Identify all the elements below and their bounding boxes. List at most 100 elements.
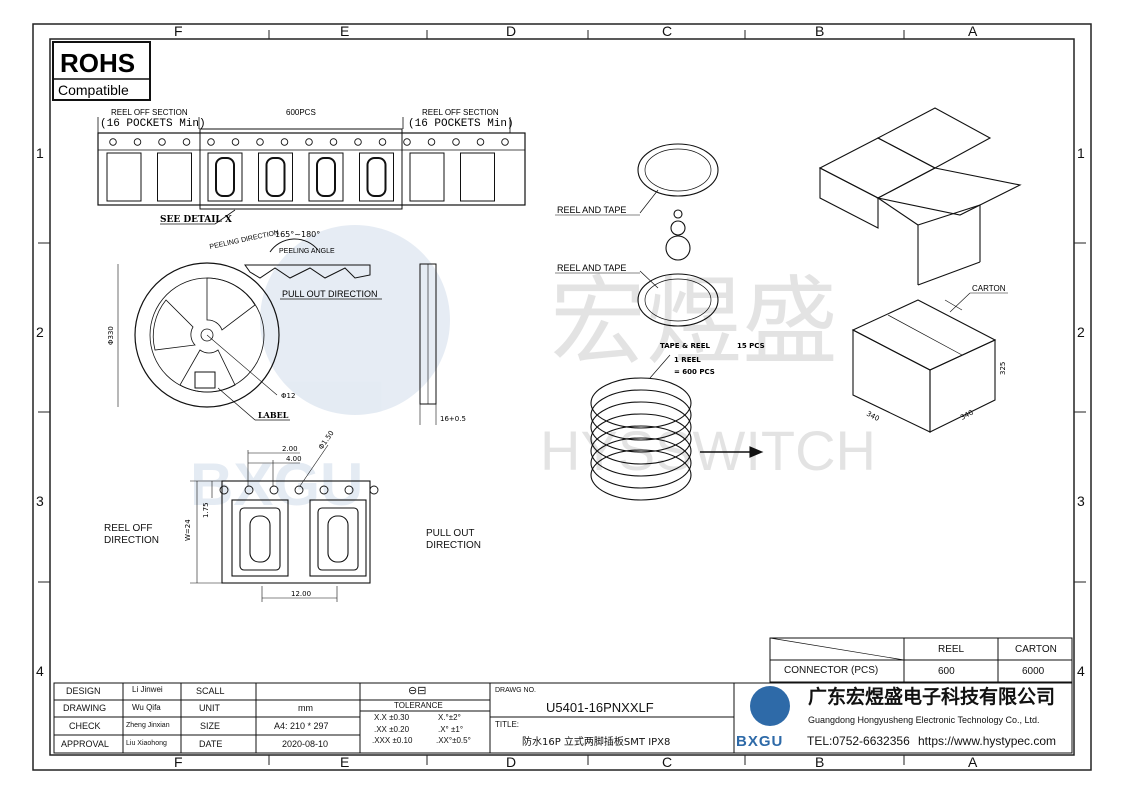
dim-175: 1.75 [202,502,210,518]
zone-col-e-top: E [340,23,350,39]
tape-pocket [157,152,192,202]
tape-part [316,157,336,197]
reel-front-view [117,262,280,408]
one-reel: 1 REEL [674,356,701,364]
reel-off-direction: REEL OFF DIRECTION [104,523,159,546]
tape-pocket [106,152,142,202]
reel-side-view [419,263,437,425]
zone-col-c-top: C [662,23,673,39]
pockets-right: (16 POCKETS Min) [408,118,514,130]
scall-label: SCALL [196,686,225,696]
zone-col-d-top: D [506,23,517,39]
rohs-title: ROHS [60,48,135,78]
title-label: TITLE: [495,720,520,729]
reel-off-section-right: REEL OFF SECTION [422,108,499,117]
zone-col-e-bottom: E [340,754,350,770]
tol-5: .XXX ±0.10 [372,736,413,745]
rohs-compatible: Compatible [58,82,129,98]
tape-pocket [258,152,293,202]
tape-hole [427,138,436,146]
tape-hole [231,138,240,146]
tape-part [215,157,235,197]
zone-row-3-right: 3 [1077,493,1085,509]
tape-pocket [207,152,243,202]
drawing-no: U5401-16PNXXLF [546,700,654,715]
title-block [53,682,1073,754]
size-value: A4: 210 * 297 [274,721,329,731]
tape-hole [501,138,509,146]
watermark: 宏煜盛 HYSSWITCH BXGU [190,225,876,518]
company-url: https://www.hystypec.com [918,734,1057,748]
tape-hole [158,138,166,146]
design-name: Li Jinwei [132,685,163,694]
pockets-left: (16 POCKETS Min) [100,118,206,130]
zone-row-2-left: 2 [36,324,44,340]
approval-name: Liu Xiaohong [126,740,167,747]
zone-col-f-bottom: F [174,754,183,770]
date-label: DATE [199,739,223,749]
watermark-logo-text: BXGU [190,451,363,518]
detail-sprocket-hole [344,485,354,495]
pull-out-direction-detail: PULL OUT DIRECTION [426,528,481,551]
detail-sprocket-hole [219,485,229,495]
tape-hole [354,138,362,146]
size-label: SIZE [200,721,221,731]
pitch: 12.00 [291,590,311,598]
rohs-box [52,41,151,101]
reel-and-tape-2: REEL AND TAPE [557,263,626,273]
dim-2: 2.00 [282,445,298,453]
peeling-angle-range: 165°~180° [275,230,320,239]
zone-row-1-right: 1 [1077,145,1085,161]
qty-15: 15 PCS [737,342,765,350]
tape-hole [403,138,411,146]
tol-1: X.X ±0.30 [374,713,410,722]
carrier-tape [97,117,526,210]
reel-and-tape-1: REEL AND TAPE [557,205,626,215]
check-name: Zheng Jinxian [126,722,170,729]
carton-label: CARTON [972,284,1006,293]
approval-label: APPROVAL [61,739,109,749]
tape-hole [133,138,142,146]
drawing-name: Wu Qifa [132,703,161,712]
label-tag: LABEL [258,410,289,420]
inner-border [49,38,1075,756]
tape-hole [305,138,313,146]
qty-header-carton: CARTON [1015,644,1057,655]
tape-pockets [106,152,495,202]
watermark-cn: 宏煜盛 [550,266,838,378]
zone-row-3-left: 3 [36,493,44,509]
tape-hole [256,138,264,146]
tape-part [366,157,387,197]
dim-w: 340 [959,408,975,421]
tape-hole [452,138,460,146]
zone-row-4-right: 4 [1077,663,1085,679]
drawing-no-label: DRAWG NO. [495,687,536,694]
tape-hole [378,138,387,146]
tape-reel: TAPE & REEL [660,342,710,350]
tol-4: .X° ±1° [438,725,464,734]
drawing-label: DRAWING [63,703,107,713]
hole-dia: Φ1.50 [317,429,336,451]
tape-count: 600PCS [286,108,316,117]
zone-row-4-left: 4 [36,663,44,679]
projection-symbol: ⊖⊟ [408,685,427,697]
check-label: CHECK [69,721,101,731]
zone-col-f-top: F [174,23,183,39]
zone-row-2-right: 2 [1077,324,1085,340]
tape-hole [329,138,338,146]
company-tel: TEL:0752-6632356 [807,734,910,748]
date-value: 2020-08-10 [282,739,329,749]
detail-sprocket-hole [269,485,279,495]
zone-col-a-top: A [968,23,978,39]
zone-row-1-left: 1 [36,145,44,161]
title-text: 防水16P 立式两脚插板SMT IPX8 [522,737,671,748]
peeling-direction: PEELING DIRECTION [209,229,280,251]
tape-pocket [308,152,344,202]
zone-col-b-bottom: B [815,754,825,770]
watermark-en: HYSSWITCH [540,419,876,482]
tape-hole [182,138,191,146]
peeling-angle: PEELING ANGLE [279,248,335,255]
qty-table [769,637,1073,683]
detail-sprocket-hole [294,485,304,495]
